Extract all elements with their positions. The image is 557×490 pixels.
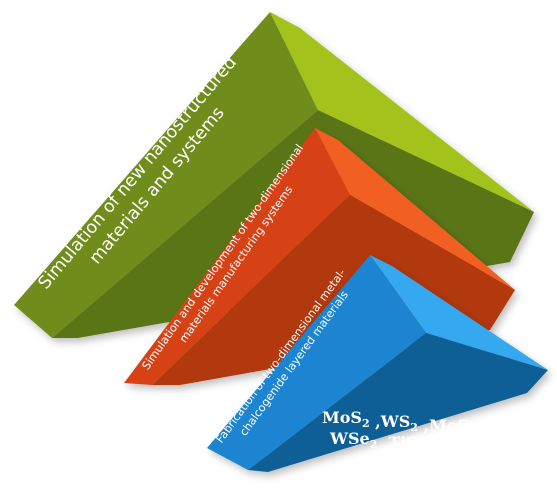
formula-line-1-part-1: ,WS [370, 412, 411, 431]
formula-line-2-part-1: ,TiS [377, 433, 418, 452]
green-layer-top-face [270, 12, 534, 212]
green-layer-front-face [14, 12, 318, 338]
orange-layer-front-face [124, 128, 350, 385]
formula-line-1-subscript-1: 2 [410, 421, 418, 434]
formula-line-2: WSe2 ,TiS3 [329, 429, 426, 455]
formula-line-1-part-2: ,MoSe [418, 416, 479, 435]
blue-layer [207, 255, 548, 472]
formula-line-2-subscript-0: 2 [370, 438, 378, 451]
blue-layer-top-face [370, 255, 548, 370]
blue-layer-side-face [248, 333, 548, 472]
formula-line-2-subscript-1: 3 [418, 442, 426, 455]
formula-line-2-part-0: WSe [329, 429, 370, 448]
formula-line-1-subscript-2: 2 [479, 425, 487, 438]
blue-layer-front-face [207, 255, 426, 470]
formula-line-1-part-0: MoS [322, 408, 362, 427]
formula-line-1-subscript-0: 2 [362, 417, 370, 430]
formula-line-1: MoS2 ,WS2 ,MoSe2, [322, 408, 492, 439]
formula-line-1-part-3: , [487, 420, 493, 439]
orange-layer-top-face [315, 128, 515, 290]
